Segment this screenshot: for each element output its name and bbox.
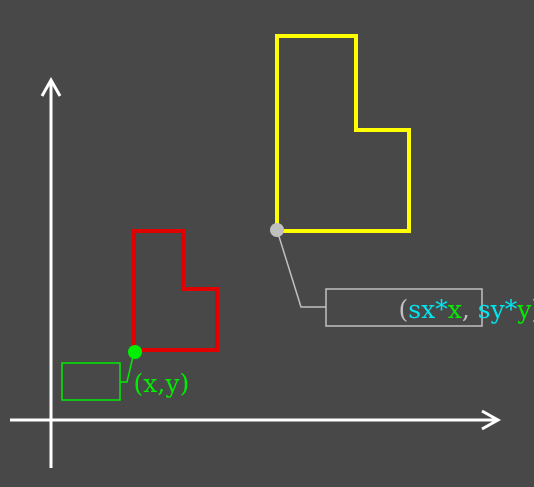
scaled-point-marker	[270, 223, 284, 237]
scaled-y: y	[516, 295, 532, 324]
scaled-sy-factor: sy*	[478, 295, 518, 324]
label-comma: ,	[157, 369, 165, 398]
scaled-sx-factor: sx*	[408, 295, 448, 324]
label-open-paren: (	[134, 369, 144, 398]
scaled-l-shape	[275, 34, 411, 233]
scaled-close-paren: )	[531, 295, 534, 324]
original-point-label: (x,y)	[61, 362, 245, 401]
scaled-x: x	[448, 295, 462, 324]
y-axis-arrowhead	[40, 76, 62, 97]
original-point-label-text: (x,y)	[62, 369, 245, 398]
original-point-label-box	[61, 362, 121, 401]
scaled-point-leader	[276, 229, 326, 308]
original-point-leader	[120, 351, 135, 383]
scaled-point-label-text: (sx*x, sy*y)	[327, 295, 534, 324]
scaled-comma: ,	[462, 295, 478, 324]
label-x: x	[143, 369, 157, 398]
original-l-shape	[132, 229, 219, 352]
original-point-marker	[128, 345, 142, 359]
label-y: y	[164, 369, 180, 398]
x-axis-arrowhead	[481, 409, 502, 431]
scaled-point-label: (sx*x, sy*y)	[325, 288, 534, 327]
scaled-open-paren: (	[399, 295, 409, 324]
scaled-point-label-box	[325, 288, 483, 327]
label-close-paren: )	[179, 369, 189, 398]
axes	[10, 76, 502, 468]
